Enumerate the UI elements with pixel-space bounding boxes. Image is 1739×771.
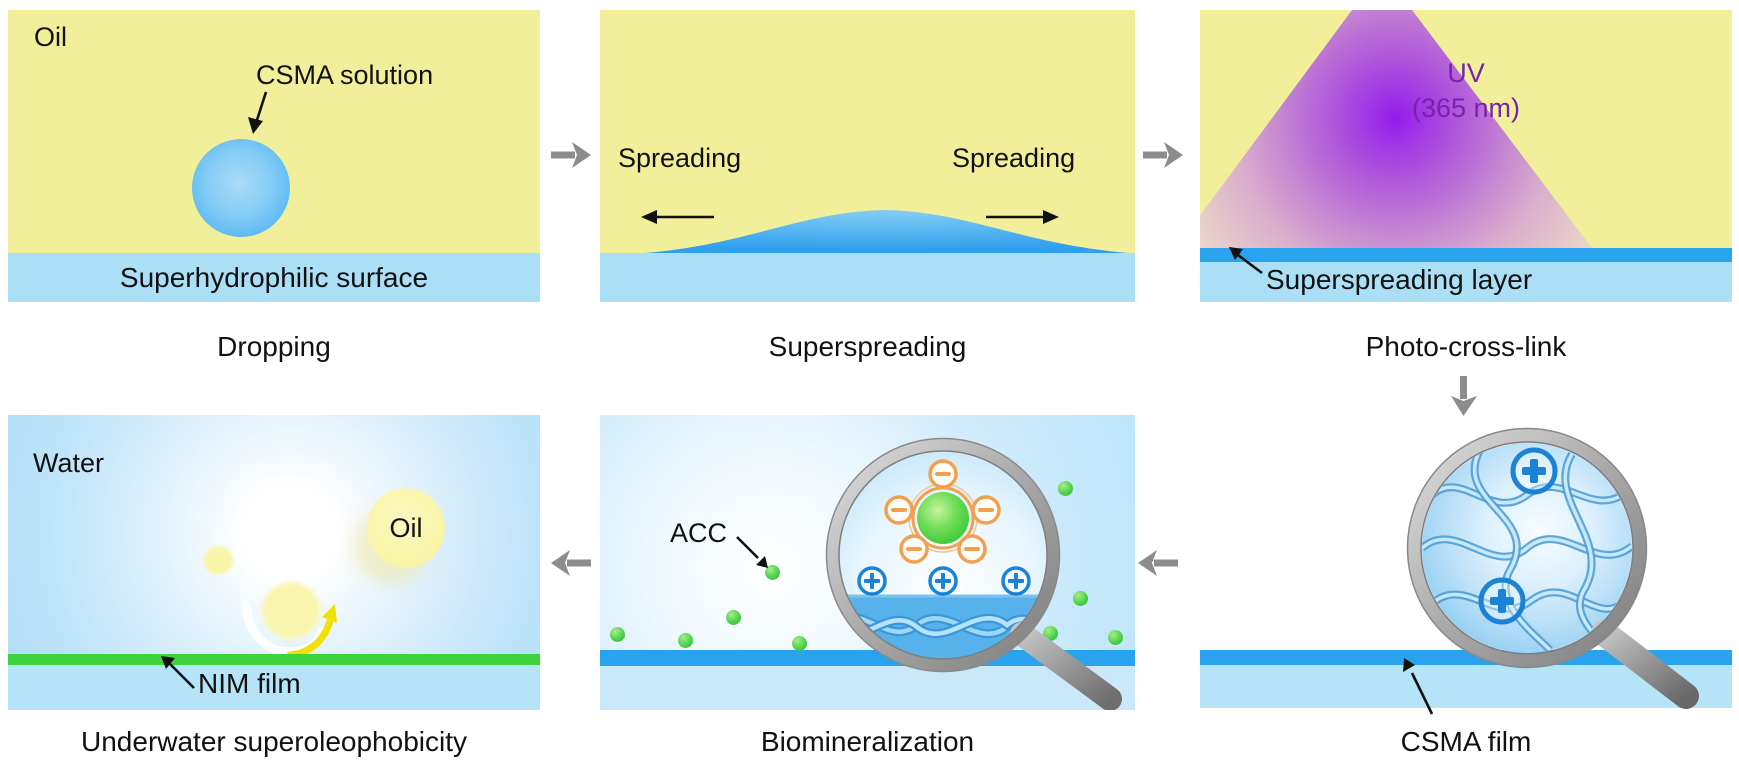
acc-particle [1058,481,1073,496]
panel-photo-cross-link: UV (365 nm) Superspreading layer [1200,10,1732,302]
acc-label: ACC [670,518,728,548]
substrate-band [600,666,1135,710]
oil-droplet-label: Oil [389,512,423,543]
magnifier-handle [1591,620,1699,709]
csma-film-strip [1200,650,1732,665]
uv-label: UV [1447,58,1485,88]
bouncing-oil-droplet-icon [262,582,320,639]
spreading-left-arrow-icon [641,210,714,224]
magnifier-ring [1407,428,1647,668]
caption-dropping: Dropping [217,331,331,362]
csma-film-magnifier-icon [1406,427,1699,709]
nim-film-strip [8,654,540,665]
caption-csma-film: CSMA film [1400,726,1532,757]
caption-underwater-superoleophobicity: Underwater superoleophobicity [81,726,467,757]
spreading-right-label: Spreading [952,143,1076,173]
panel-underwater-superoleophobicity: Water Oil NIM film [8,415,540,710]
acc-particle [726,610,741,625]
acc-pointer-arrow [736,536,768,568]
small-oil-droplet-icon [204,546,233,575]
acc-particle [792,636,807,651]
flow-arrow-right-2 [1143,142,1183,168]
magnifier-handle [1010,622,1122,710]
magnifier-ring [827,439,1059,671]
flow-arrow-left-2 [551,550,591,576]
substrate-band [8,665,540,710]
superhydrophilic-surface-band: Superhydrophilic surface [8,253,540,302]
oil-region-label: Oil [34,22,67,52]
superspreading-layer-strip [1200,248,1732,262]
nim-film-pointer-arrow [161,656,195,689]
positive-charge-icons [1478,447,1558,625]
panel-dropping: Oil CSMA solution Superhydrophilic surfa… [8,10,540,302]
crosslinked-network-view [1422,443,1632,653]
csma-solution-pointer-arrow [248,91,268,134]
acc-particle [678,633,693,648]
flow-arrow-left-1 [1138,550,1178,576]
uv-light-cone [1200,10,1592,248]
nim-film-label: NIM film [198,668,301,699]
caption-photo-cross-link: Photo-cross-link [1365,331,1567,362]
acc-core-particle-icon [917,492,969,544]
biomineralization-magnifier-icon [825,437,1122,710]
flow-arrow-down [1451,376,1477,416]
panel-superspreading: Spreading Spreading [600,10,1135,302]
substrate-band [1200,262,1732,302]
superhydrophilic-surface-band [600,253,1135,302]
acc-particle [1043,626,1058,641]
panel-csma-film [1200,415,1732,710]
superspreading-layer-label: Superspreading layer [1266,264,1533,295]
acc-particle [1073,591,1088,606]
oil-droplet-icon: Oil [367,488,445,568]
csma-droplet-icon [192,139,290,237]
spreading-right-arrow-icon [986,210,1059,224]
csma-solution-label: CSMA solution [256,60,434,90]
surface-label: Superhydrophilic surface [119,262,429,293]
acc-particle [1108,630,1123,645]
water-region-label: Water [33,448,105,478]
flow-arrow-right-1 [551,142,591,168]
acc-particle [765,565,780,580]
panel-biomineralization: ACC [600,415,1135,710]
spreading-droplet-mound [645,210,1128,253]
acc-particle [610,627,625,642]
csma-film-pointer-arrow [1403,658,1434,715]
negative-charge-icons [884,459,1001,564]
caption-superspreading: Superspreading [768,331,967,362]
uv-wavelength-label: (365 nm) [1411,93,1521,123]
positive-charge-icons [857,566,1031,596]
spreading-left-label: Spreading [618,143,742,173]
bounce-trajectory-arrow [241,600,337,659]
layer-pointer-arrow [1229,247,1263,275]
caption-biomineralization: Biomineralization [760,726,975,757]
